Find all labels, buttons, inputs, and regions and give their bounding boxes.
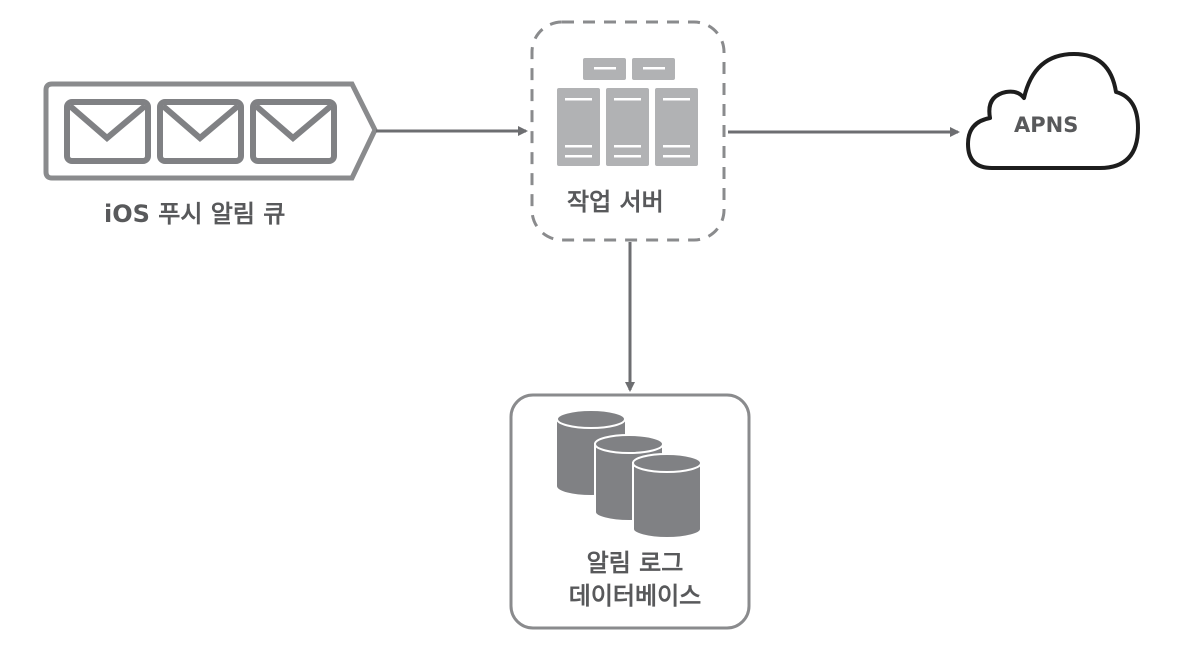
apns-label: APNS [1014,113,1079,137]
worker-dashed-border [530,20,726,242]
database-icon [556,409,702,539]
queue-label: iOS 푸시 알림 큐 [104,200,286,228]
server-icon [557,58,698,166]
log-db-label-line2: 데이터베이스 [568,582,702,610]
log-db-node [509,393,751,630]
log-db-border [509,393,751,630]
log-db-label-line1: 알림 로그 [586,549,684,577]
envelope-icon [250,99,337,164]
log-db-label: 알림 로그 데이터베이스 [555,547,715,613]
worker-node [530,20,726,242]
queue-node [43,81,378,181]
cloud-icon [966,52,1140,170]
worker-label: 작업 서버 [567,188,664,216]
envelope-icon [64,99,151,164]
queue-container [43,81,378,181]
envelope-icon [157,99,244,164]
